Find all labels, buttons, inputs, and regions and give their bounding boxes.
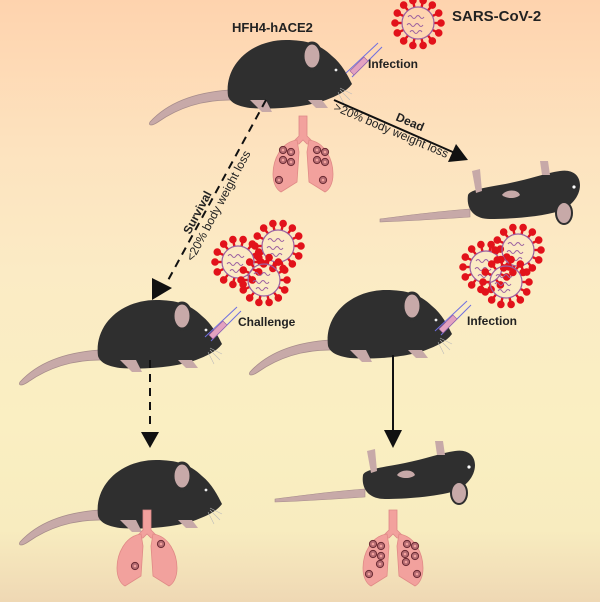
lung-icon-initial <box>272 115 334 193</box>
mouse-strain-label: HFH4-hACE2 <box>232 20 313 35</box>
dead-arrow <box>333 99 468 162</box>
lung-icon-naive <box>362 509 424 587</box>
virus-cluster-challenge <box>211 219 305 307</box>
infection-label-top: Infection <box>368 57 418 71</box>
virus-cluster-infection <box>459 223 545 309</box>
virus-icon-top <box>391 0 445 50</box>
needle-icon-challenge <box>204 306 242 342</box>
naive-outcome-arrow <box>384 355 402 448</box>
survivor-outcome-arrow <box>141 360 159 448</box>
mouse-icon-survived-rechallenge <box>17 458 224 547</box>
infection-label-naive: Infection <box>467 314 517 328</box>
virus-label: SARS-CoV-2 <box>452 8 541 25</box>
mouse-icon-initial <box>147 38 354 127</box>
dead-mouse-icon-top <box>379 160 581 225</box>
dead-condition-label: >20% body weight loss <box>332 100 451 161</box>
mouse-icon-survivor <box>17 298 224 387</box>
survival-arrow <box>152 99 267 300</box>
dead-mouse-icon-bottom <box>274 440 476 505</box>
challenge-label: Challenge <box>238 315 296 329</box>
mouse-icon-naive <box>247 288 454 377</box>
